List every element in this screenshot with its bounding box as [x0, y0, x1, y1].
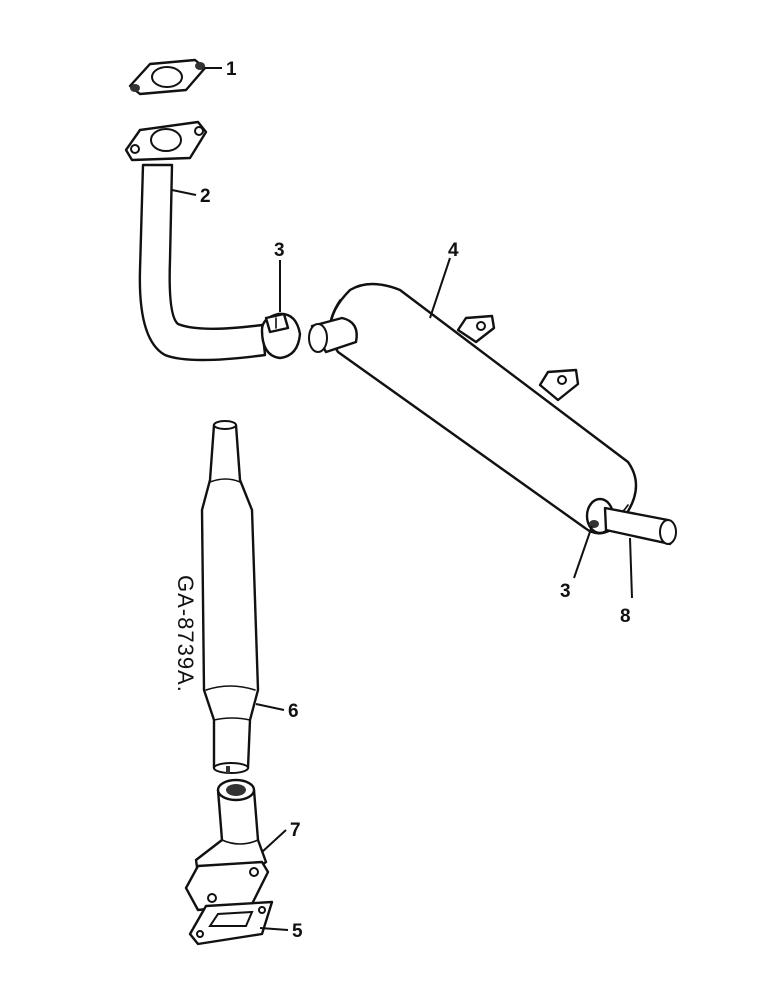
elbow [184, 778, 270, 912]
callout-4: 4 [448, 240, 459, 261]
callout-1: 1 [226, 59, 237, 80]
callout-6: 6 [288, 701, 299, 722]
callout-7: 7 [290, 820, 301, 841]
callout-3-front: 3 [274, 240, 285, 261]
callout-8: 8 [620, 606, 631, 627]
leader-lines [171, 67, 633, 931]
vertical-muffler [200, 420, 260, 774]
muffler [308, 282, 638, 535]
callout-3-rear: 3 [560, 581, 571, 602]
gasket-flange [188, 900, 274, 946]
tail-pipe [603, 506, 677, 546]
callout-2: 2 [200, 186, 211, 207]
callout-5: 5 [292, 921, 303, 942]
clamp-front [260, 312, 302, 360]
exhaust-pipe [124, 120, 267, 362]
drawing-id-label: GA-8739A. [173, 575, 198, 693]
gasket-manifold [128, 58, 207, 96]
